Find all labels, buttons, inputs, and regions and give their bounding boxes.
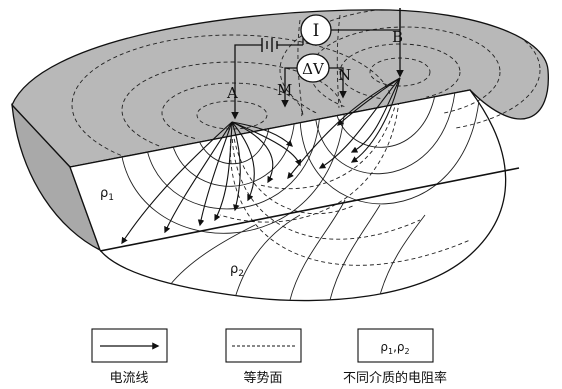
legend-equipotential: 等势面	[225, 328, 302, 386]
legend-resistivity-label: 不同介质的电阻率	[343, 370, 447, 386]
legend-current-line: 电流线	[91, 328, 168, 386]
legend-resistivity-symbols: ρ1,ρ2	[380, 340, 409, 356]
legend-equipotential-label: 等势面	[243, 370, 282, 386]
circuit-wires	[234, 8, 401, 82]
ground-top-surface	[11, 9, 549, 168]
legend-resistivity: ρ1,ρ2 不同介质的电阻率	[343, 328, 447, 386]
layer-label-rho1: ρ1	[100, 186, 114, 203]
current-flow-arrows	[121, 77, 401, 245]
legend-current-line-label: 电流线	[109, 371, 148, 386]
voltmeter-label: ΔV	[302, 60, 325, 78]
layer-boundary	[99, 167, 520, 252]
ammeter: I	[300, 14, 332, 46]
legend: 电流线 等势面 ρ1,ρ2 不同介质的电阻率	[91, 328, 447, 386]
battery-icon	[261, 38, 278, 52]
electrode-label-n: N	[338, 66, 351, 84]
ammeter-label: I	[313, 21, 320, 41]
electrode-label-m: M	[277, 81, 292, 99]
voltmeter: ΔV	[296, 53, 330, 83]
layer-label-rho2: ρ2	[230, 262, 244, 279]
electrode-label-b: B	[392, 28, 403, 46]
electrode-label-a: A	[226, 84, 238, 102]
